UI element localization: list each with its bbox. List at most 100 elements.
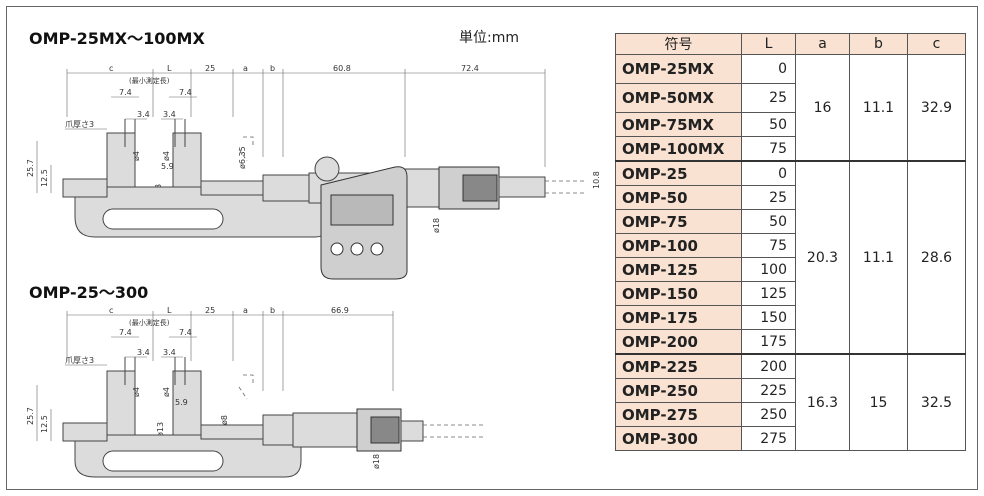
spec-sheet-frame: OMP-25MX～100MX 単位:mm c L (最小測定長) 25 a b … (6, 6, 978, 490)
top-dim-7-4b: 7.4 (179, 88, 192, 97)
model-cell: OMP-200 (615, 329, 742, 355)
header-c: c (907, 33, 966, 55)
b-cell: 15 (849, 353, 908, 451)
unit-label: 単位:mm (459, 30, 519, 46)
L-cell: 275 (741, 426, 796, 451)
model-cell: OMP-150 (615, 281, 742, 306)
table-row: OMP-25 0 20.3 11.1 28.6 (615, 160, 966, 355)
model-cell: OMP-275 (615, 402, 742, 427)
c-cell: 32.5 (907, 353, 966, 451)
top-claw-label: 爪厚さ3 (65, 120, 94, 129)
header-L: L (741, 33, 796, 55)
top-dim-c: c (109, 64, 113, 73)
bottom-phi8: ø8 (220, 415, 229, 425)
model-cell: OMP-25MX (615, 54, 742, 84)
table-row: OMP-100MX 75 (615, 136, 966, 162)
bottom-dim-12-5: 12.5 (40, 415, 49, 433)
model-cell: OMP-50 (615, 185, 742, 210)
L-cell: 125 (741, 281, 796, 306)
top-dim-b: b (270, 64, 275, 73)
top-phi6-35: ø6.35 (238, 146, 247, 169)
top-phi4b: ø4 (162, 151, 171, 161)
table-row: OMP-50 25 (615, 185, 966, 210)
table-row: OMP-200 175 (615, 329, 966, 355)
top-dim-25-7: 25.7 (26, 159, 35, 177)
bottom-dim-3-4b: 3.4 (163, 348, 176, 357)
bottom-dim-c: c (109, 306, 113, 315)
table-row: OMP-225 200 16.3 15 32.5 (615, 353, 966, 451)
bottom-phi4a: ø4 (132, 387, 141, 397)
top-dim-7-4a: 7.4 (119, 88, 132, 97)
top-dim-25: 25 (205, 64, 215, 73)
table-row: OMP-75MX 50 (615, 112, 966, 137)
L-cell: 0 (741, 54, 796, 84)
L-cell: 200 (741, 353, 796, 379)
c-cell: 28.6 (907, 160, 966, 355)
header-b: b (849, 33, 908, 55)
bottom-micrometer-drawing: c L (最小測定長) 25 a b 66.9 7.4 7.4 3.4 3.4 … (26, 306, 485, 478)
bottom-phi18: ø18 (372, 454, 381, 469)
L-cell: 225 (741, 378, 796, 403)
model-cell: OMP-250 (615, 378, 742, 403)
top-dim-12-5: 12.5 (40, 169, 49, 187)
model-cell: OMP-50MX (615, 83, 742, 113)
bottom-dim-3-4a: 3.4 (137, 348, 150, 357)
bottom-dim-25-7: 25.7 (26, 407, 35, 425)
bottom-dim-a: a (243, 306, 248, 315)
table-row: OMP-100 75 (615, 233, 966, 258)
L-cell: 50 (741, 209, 796, 234)
table-row: OMP-50MX 25 (615, 83, 966, 113)
bottom-dim-66-9: 66.9 (331, 306, 349, 315)
c-cell: 32.9 (907, 54, 966, 162)
top-dim-L: L (167, 64, 172, 73)
table-row: OMP-150 125 (615, 281, 966, 306)
top-phi4a: ø4 (132, 151, 141, 161)
model-cell: OMP-25 (615, 160, 742, 186)
L-cell: 25 (741, 83, 796, 113)
bottom-dim-L: L (167, 306, 172, 315)
bottom-dim-5-9: 5.9 (175, 398, 188, 407)
L-cell: 250 (741, 402, 796, 427)
top-dim-3-4a: 3.4 (137, 110, 150, 119)
bottom-claw-label: 爪厚さ3 (65, 356, 94, 365)
a-cell: 16 (795, 54, 850, 162)
L-cell: 75 (741, 233, 796, 258)
bottom-dim-7-4a: 7.4 (119, 328, 132, 337)
top-dim-5-9: 5.9 (161, 162, 174, 171)
bottom-dim-7-4b: 7.4 (179, 328, 192, 337)
model-cell: OMP-100MX (615, 136, 742, 162)
table-row: OMP-175 150 (615, 305, 966, 330)
L-cell: 75 (741, 136, 796, 162)
table-row: OMP-300 275 (615, 426, 966, 451)
spec-table: 符号 L a b c OMP-25MX 0 16 11.1 32.9 OMP-5… (615, 33, 966, 451)
model-cell: OMP-100 (615, 233, 742, 258)
table-header-row: 符号 L a b c (615, 33, 966, 55)
bottom-phi4b: ø4 (162, 387, 171, 397)
L-cell: 25 (741, 185, 796, 210)
top-dim-3-4b: 3.4 (163, 110, 176, 119)
a-cell: 16.3 (795, 353, 850, 451)
top-diagram-title: OMP-25MX～100MX (29, 29, 205, 48)
bottom-phi13: ø13 (156, 422, 165, 437)
header-model: 符号 (615, 33, 742, 55)
table-row: OMP-25MX 0 16 11.1 32.9 (615, 54, 966, 162)
L-cell: 0 (741, 160, 796, 186)
table-row: OMP-125 100 (615, 257, 966, 282)
a-cell: 20.3 (795, 160, 850, 355)
model-cell: OMP-300 (615, 426, 742, 451)
model-cell: OMP-125 (615, 257, 742, 282)
bottom-dim-min-len: (最小測定長) (129, 318, 170, 327)
L-cell: 175 (741, 329, 796, 355)
top-micrometer-drawing: c L (最小測定長) 25 a b 60.8 72.4 7.4 7.4 3.4… (26, 64, 601, 280)
model-cell: OMP-75MX (615, 112, 742, 137)
top-dim-60-8: 60.8 (333, 64, 351, 73)
model-cell: OMP-75 (615, 209, 742, 234)
model-cell: OMP-175 (615, 305, 742, 330)
top-dim-min-len: (最小測定長) (129, 76, 170, 85)
L-cell: 150 (741, 305, 796, 330)
header-a: a (795, 33, 850, 55)
top-dim-72-4: 72.4 (461, 64, 479, 73)
bottom-diagram-title: OMP-25～300 (29, 283, 149, 302)
top-phi18: ø18 (432, 218, 441, 233)
bottom-dim-b: b (270, 306, 275, 315)
